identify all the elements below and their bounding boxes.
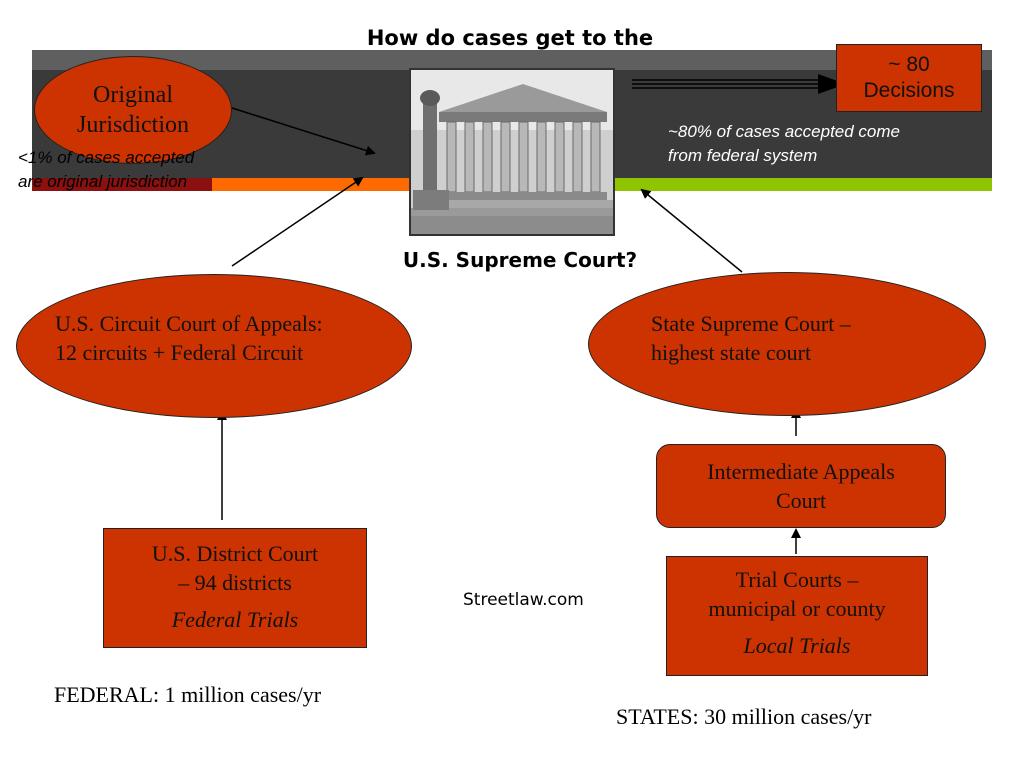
district-court-node: U.S. District Court – 94 districts Feder…	[103, 528, 367, 648]
federal-note-line-1: ~80% of cases accepted come	[668, 122, 900, 141]
original-jurisdiction-note: <1% of cases accepted are original juris…	[18, 146, 258, 194]
header-band-gray	[32, 50, 992, 70]
intermediate-appeals-node: Intermediate Appeals Court	[656, 444, 946, 528]
header-stripe-red	[32, 178, 212, 191]
decisions-line-1: ~ 80	[888, 53, 930, 76]
original-jurisdiction-line-2: Jurisdiction	[77, 112, 189, 138]
decisions-node: ~ 80 Decisions	[836, 44, 982, 112]
intermediate-appeals-line-1: Intermediate Appeals	[707, 459, 895, 484]
trial-courts-subtitle: Local Trials	[743, 633, 851, 658]
header-stripe-green	[612, 178, 992, 191]
trial-courts-node: Trial Courts – municipal or county Local…	[666, 556, 928, 676]
trial-courts-line-2: municipal or county	[708, 596, 886, 621]
circuit-court-line-2: 12 circuits + Federal Circuit	[55, 340, 304, 365]
title-line-1: How do cases get to the	[366, 26, 654, 50]
state-supreme-court-node: State Supreme Court – highest state cour…	[588, 272, 986, 416]
federal-total-label: FEDERAL: 1 million cases/yr	[54, 682, 322, 707]
intermediate-appeals-line-2: Court	[775, 488, 827, 513]
decisions-line-2: Decisions	[863, 79, 955, 102]
supreme-court-building-icon	[409, 68, 615, 236]
district-court-line-1: U.S. District Court	[151, 541, 319, 566]
circuit-court-node: U.S. Circuit Court of Appeals: 12 circui…	[16, 274, 412, 418]
federal-note-line-2: from federal system	[668, 146, 818, 165]
state-supreme-court-line-1: State Supreme Court –	[651, 311, 851, 336]
original-note-line-1: <1% of cases accepted	[18, 148, 195, 167]
states-total-label: STATES: 30 million cases/yr	[616, 704, 872, 729]
state-supreme-court-line-2: highest state court	[651, 340, 812, 365]
title-line-2: U.S. Supreme Court?	[402, 248, 638, 272]
source-credit: Streetlaw.com	[463, 590, 584, 610]
trial-courts-line-1: Trial Courts –	[735, 567, 859, 592]
original-note-line-2: are original jurisdiction	[18, 172, 188, 191]
original-jurisdiction-line-1: Original	[93, 82, 173, 108]
district-court-subtitle: Federal Trials	[171, 607, 299, 632]
supreme-court-building-graphic	[411, 70, 613, 234]
district-court-line-2: – 94 districts	[178, 570, 292, 595]
circuit-court-line-1: U.S. Circuit Court of Appeals:	[55, 311, 323, 336]
federal-share-note: ~80% of cases accepted come from federal…	[668, 120, 988, 168]
original-jurisdiction-node: Original Jurisdiction	[34, 56, 232, 164]
